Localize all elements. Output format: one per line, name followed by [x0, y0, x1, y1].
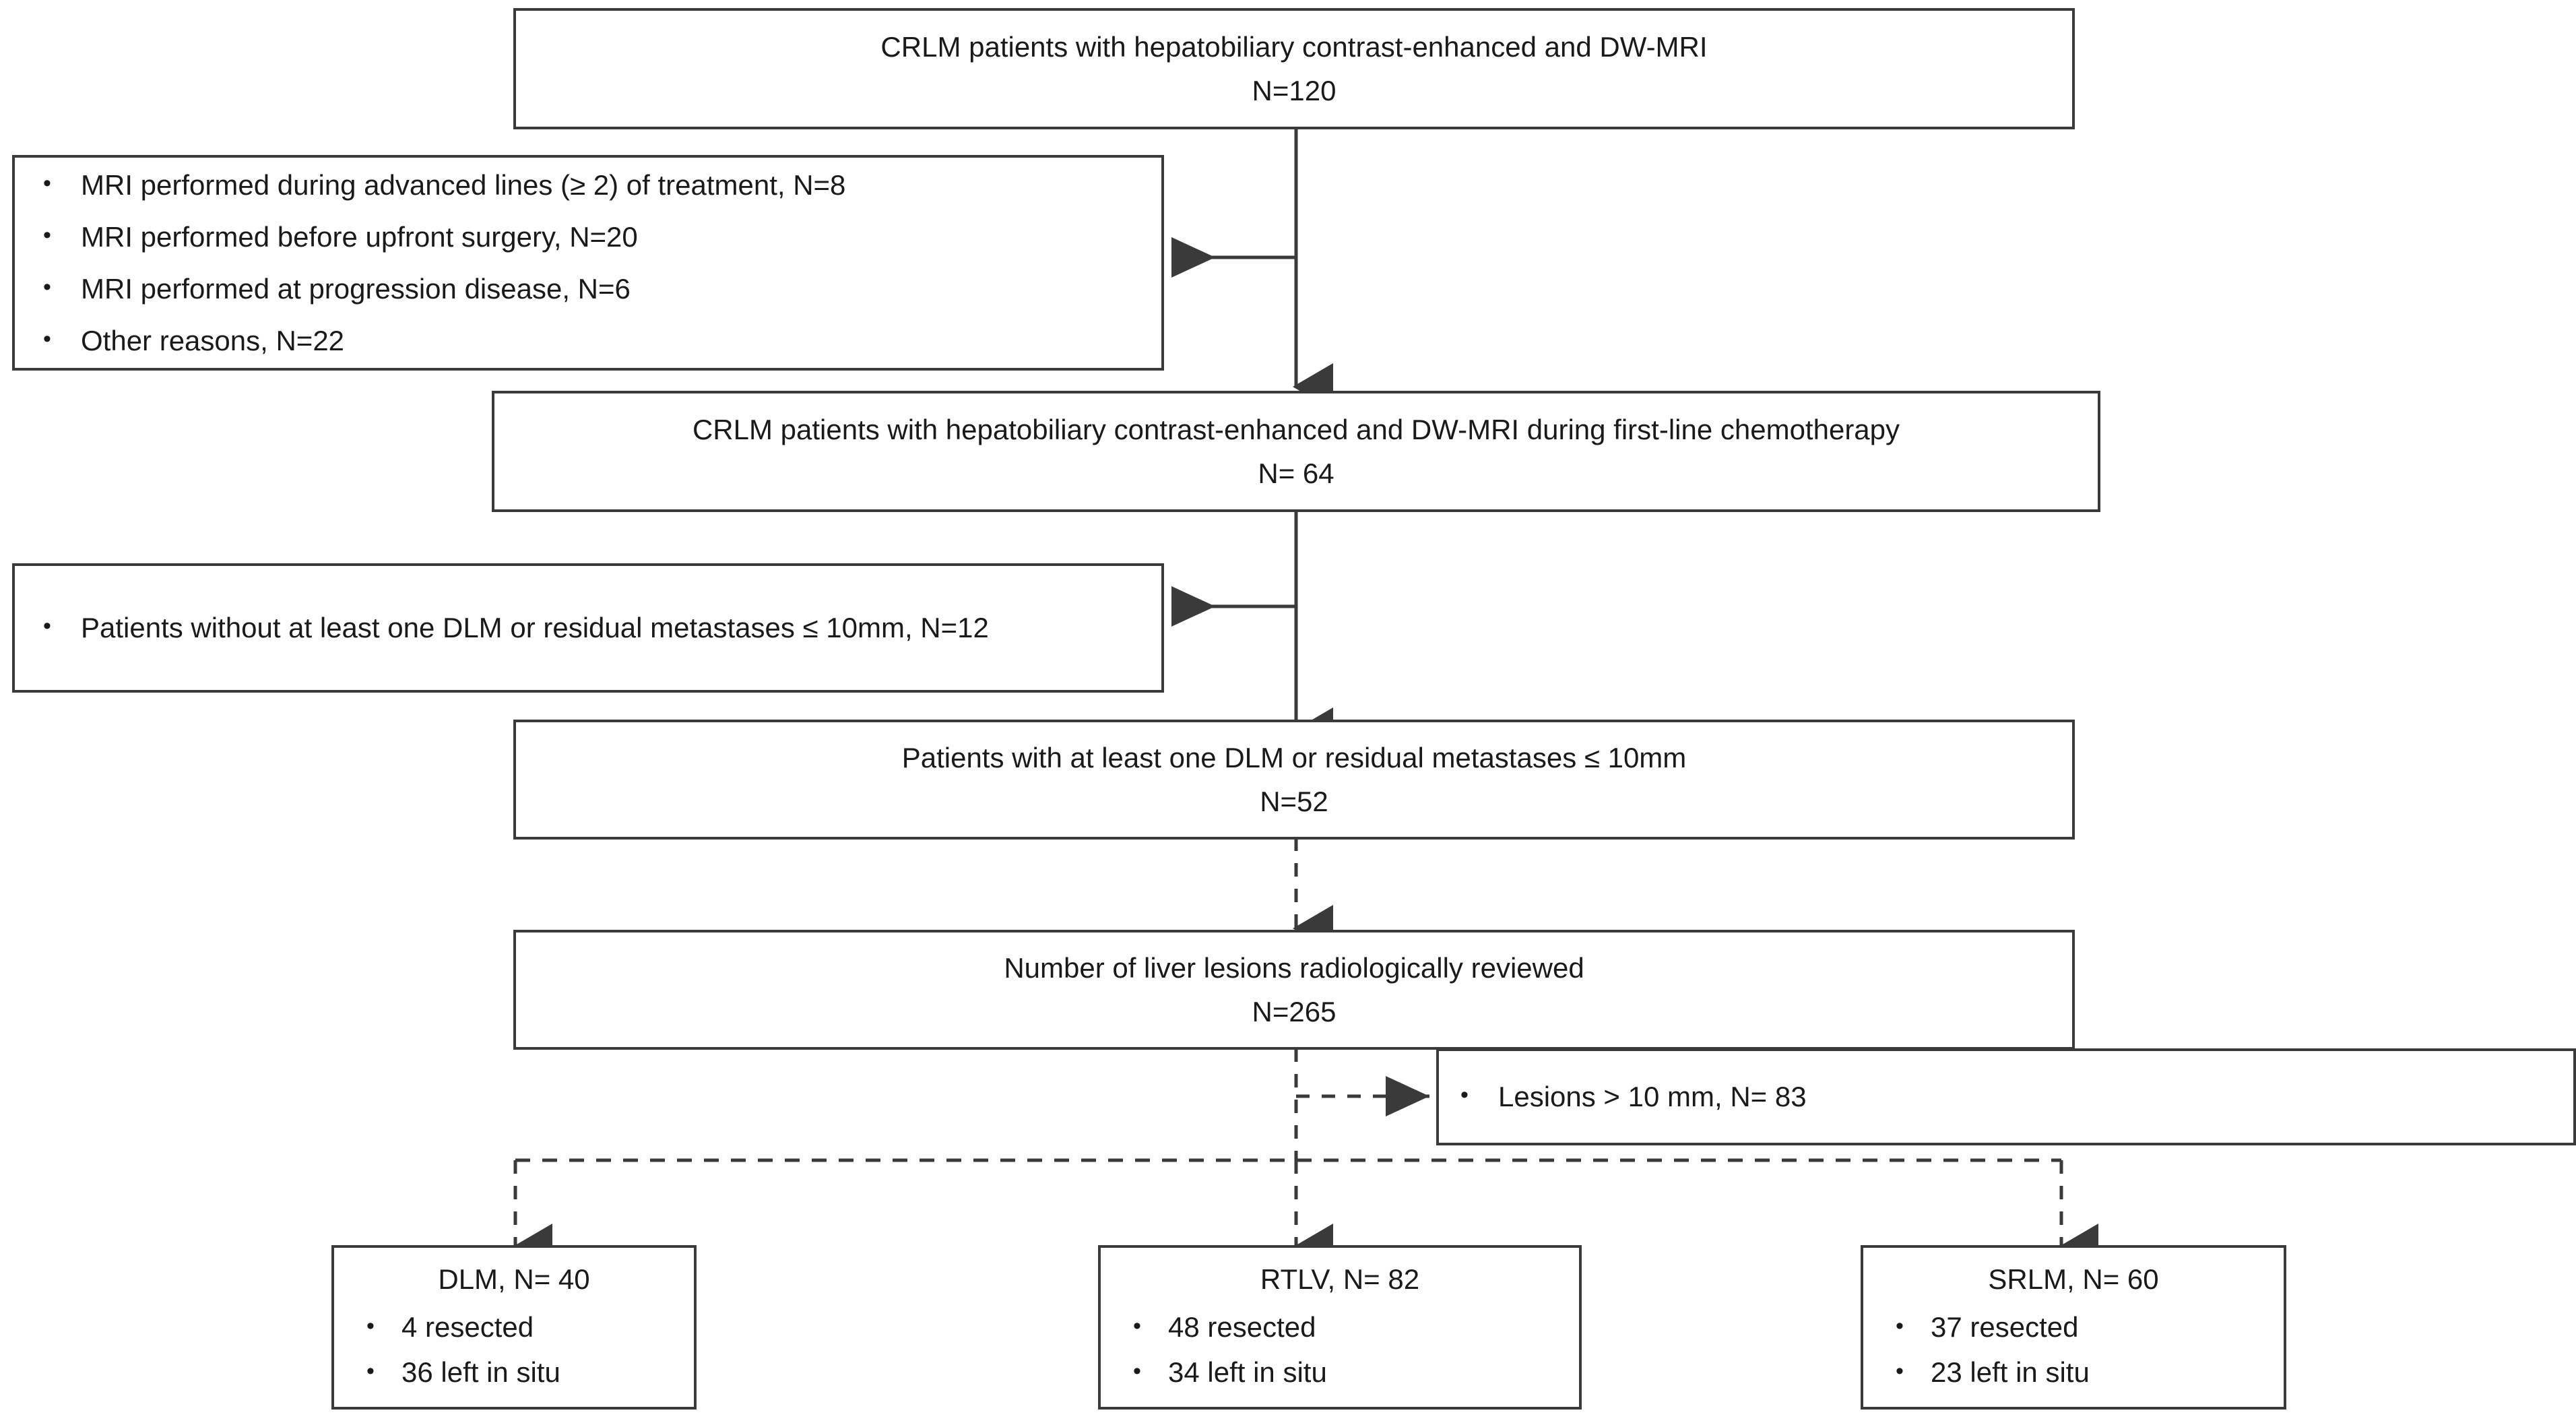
node-cohort-firstline: CRLM patients with hepatobiliary contras… — [492, 391, 2100, 512]
outcome-srlm-list: 37 resected 23 left in situ — [1863, 1303, 2284, 1397]
node-outcome-rtlv: RTLV, N= 82 48 resected 34 left in situ — [1098, 1245, 1582, 1410]
cohort-firstline-label: CRLM patients with hepatobiliary contras… — [692, 413, 1900, 445]
list-item: MRI performed before upfront surgery, N=… — [39, 213, 1161, 259]
node-lesions-reviewed: Number of liver lesions radiologically r… — [513, 930, 2075, 1050]
lesions-reviewed-label: Number of liver lesions radiologically r… — [1004, 951, 1584, 984]
exclusions-1-list: MRI performed during advanced lines (≥ 2… — [15, 156, 1161, 371]
list-item: 23 left in situ — [1890, 1350, 2284, 1393]
outcome-dlm-title: DLM, N= 40 — [438, 1263, 590, 1295]
cohort-all-count: N=120 — [1252, 75, 1337, 106]
list-item: MRI performed during advanced lines (≥ 2… — [39, 161, 1161, 208]
cohort-eligible-label: Patients with at least one DLM or residu… — [901, 741, 1687, 773]
list-item: 36 left in situ — [361, 1350, 694, 1393]
node-outcome-srlm: SRLM, N= 60 37 resected 23 left in situ — [1861, 1245, 2286, 1410]
cohort-eligible-count: N=52 — [1260, 786, 1328, 817]
lesions-large-list: Lesions > 10 mm, N= 83 — [1439, 1067, 2573, 1126]
list-item: MRI performed at progression disease, N=… — [39, 265, 1161, 311]
node-exclusions-2: Patients without at least one DLM or res… — [12, 563, 1164, 693]
outcome-rtlv-list: 48 resected 34 left in situ — [1101, 1303, 1579, 1397]
list-item: 48 resected — [1128, 1305, 1579, 1348]
outcome-rtlv-title: RTLV, N= 82 — [1260, 1263, 1420, 1295]
list-item: Patients without at least one DLM or res… — [39, 604, 1132, 650]
node-cohort-all: CRLM patients with hepatobiliary contras… — [513, 8, 2075, 129]
node-cohort-eligible: Patients with at least one DLM or residu… — [513, 720, 2075, 840]
node-outcome-dlm: DLM, N= 40 4 resected 36 left in situ — [331, 1245, 697, 1410]
cohort-all-label: CRLM patients with hepatobiliary contras… — [880, 30, 1708, 63]
list-item: 4 resected — [361, 1305, 694, 1348]
list-item: Other reasons, N=22 — [39, 317, 1161, 363]
list-item: 37 resected — [1890, 1305, 2284, 1348]
node-exclusions-1: MRI performed during advanced lines (≥ 2… — [12, 155, 1164, 371]
outcome-srlm-title: SRLM, N= 60 — [1988, 1263, 2159, 1295]
lesions-reviewed-count: N=265 — [1252, 996, 1337, 1027]
exclusions-2-list: Patients without at least one DLM or res… — [15, 598, 1161, 657]
cohort-firstline-count: N= 64 — [1258, 457, 1334, 489]
node-lesions-large: Lesions > 10 mm, N= 83 — [1436, 1048, 2576, 1145]
list-item: Lesions > 10 mm, N= 83 — [1456, 1073, 2573, 1119]
outcome-dlm-list: 4 resected 36 left in situ — [334, 1303, 694, 1397]
list-item: 34 left in situ — [1128, 1350, 1579, 1393]
